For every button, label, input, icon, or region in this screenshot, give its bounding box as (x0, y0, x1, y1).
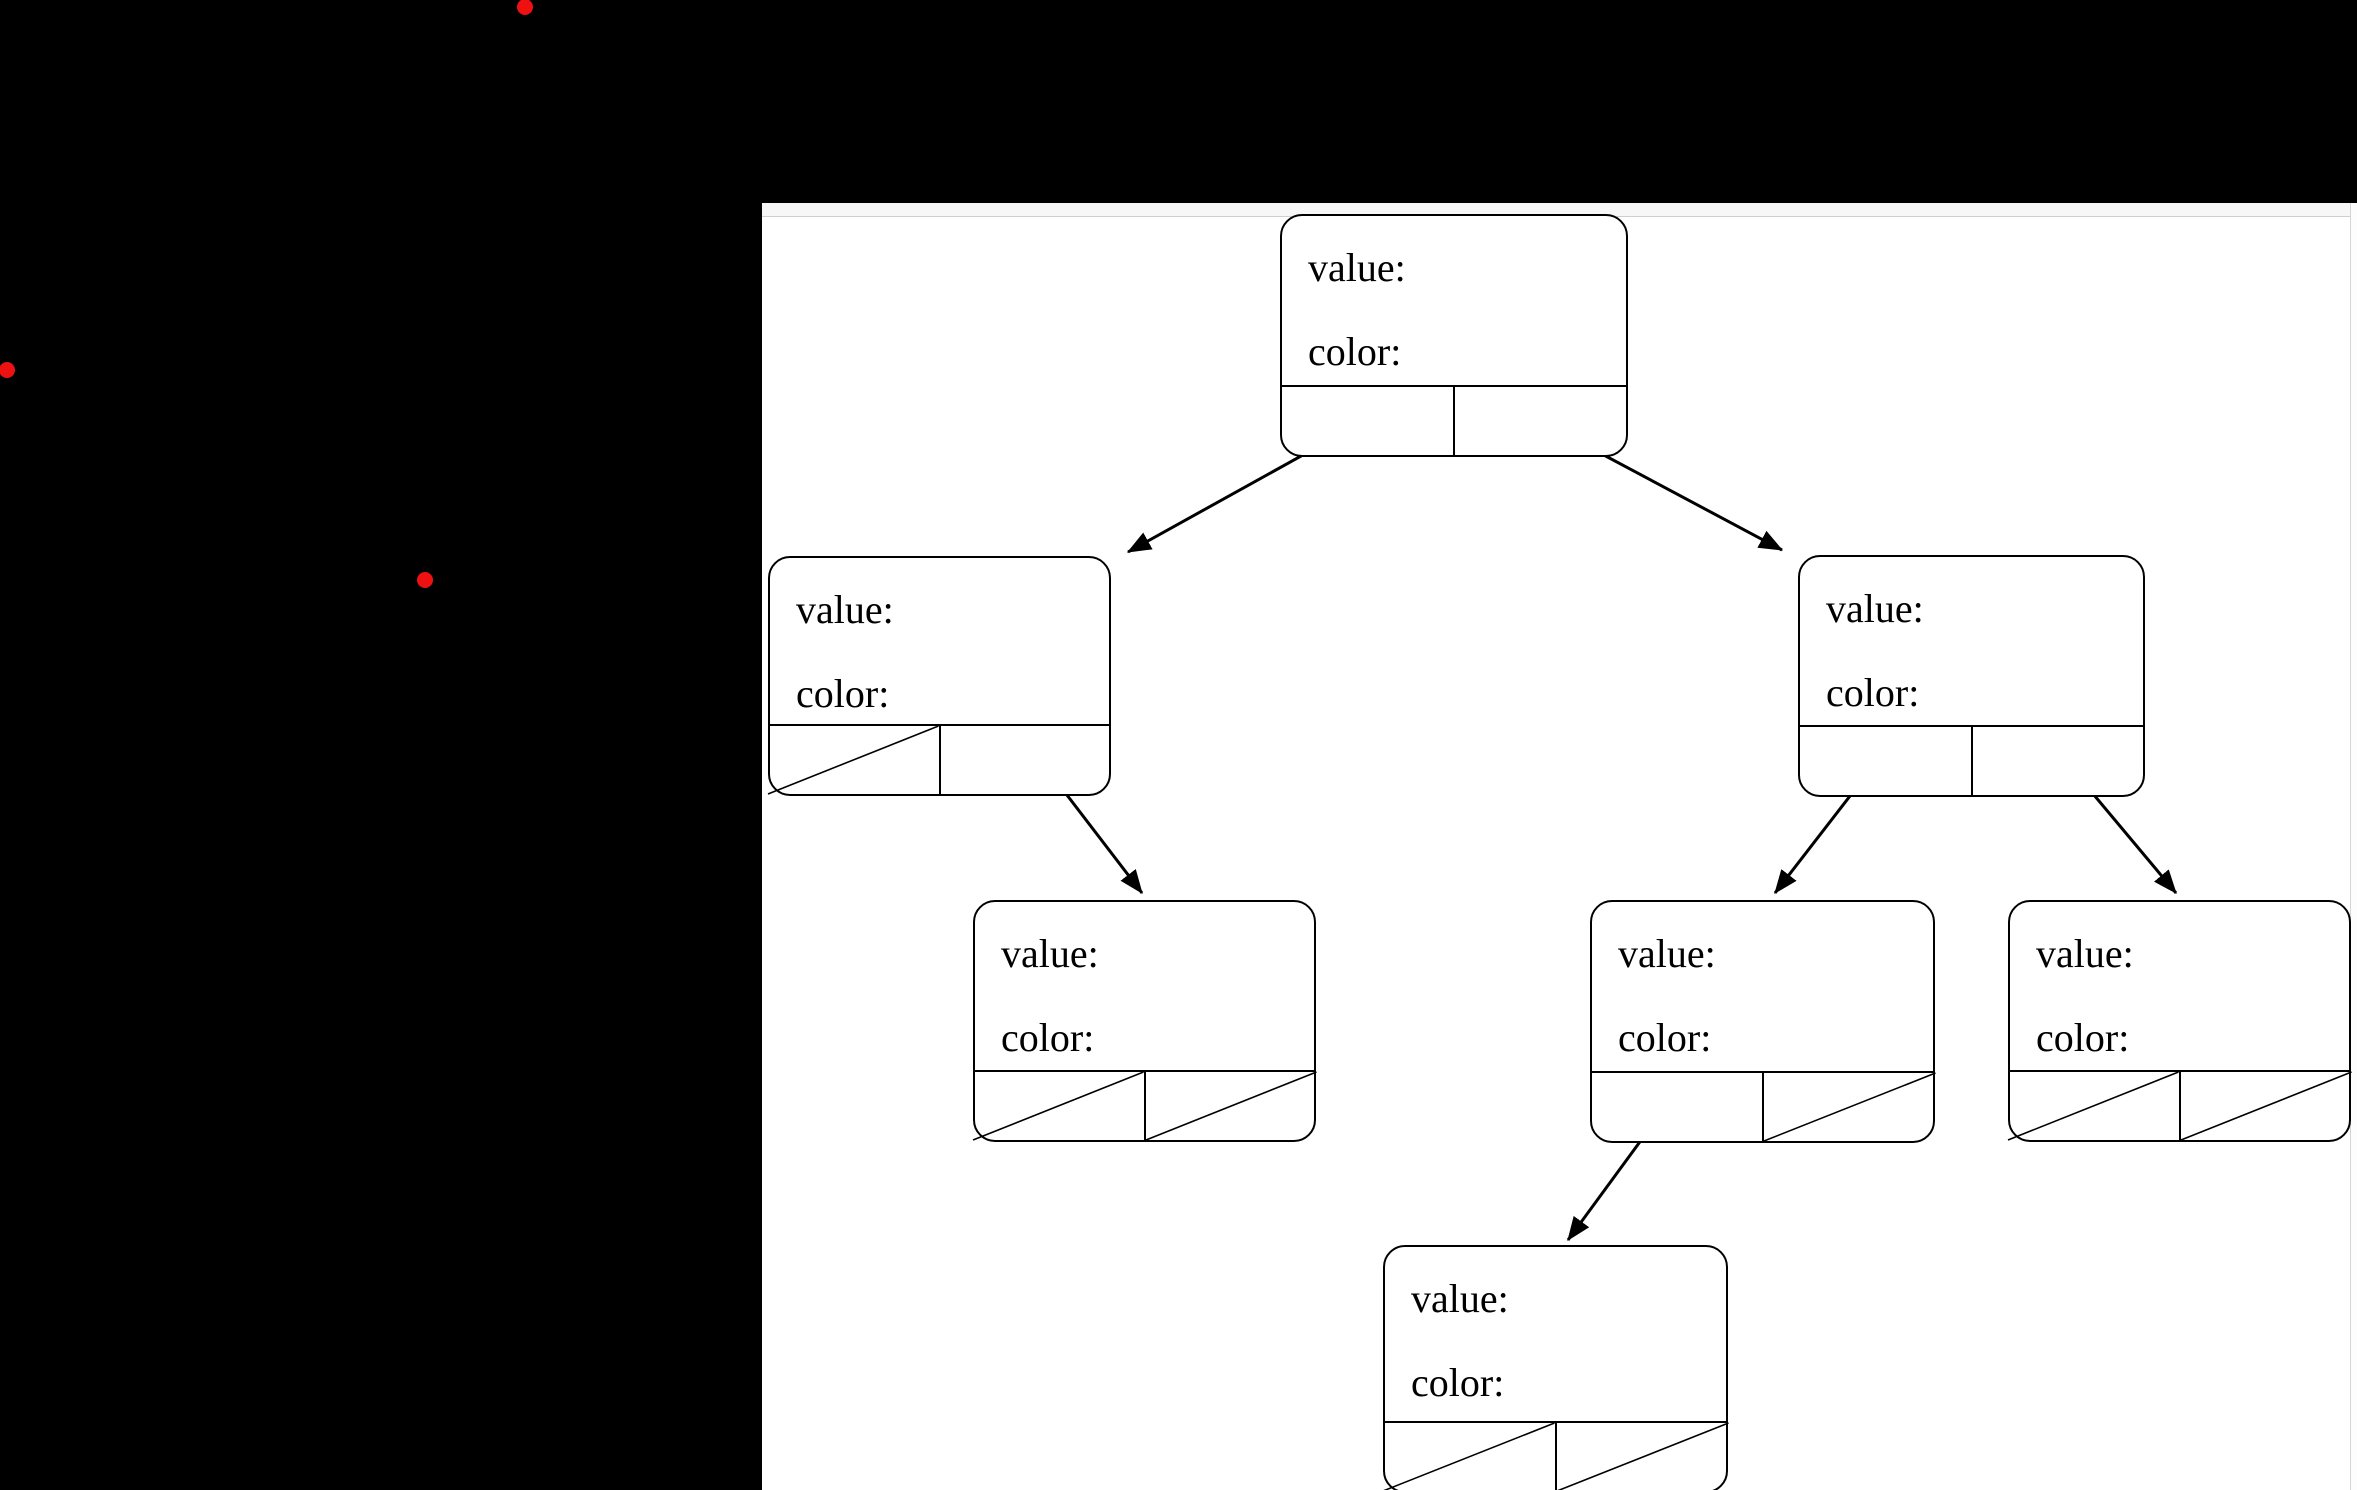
node-right-pointer-cell[interactable] (1761, 1073, 1936, 1141)
node-value-label: value: (1001, 931, 1099, 976)
marker-dot-middle (417, 572, 433, 588)
node-value-label: value: (1308, 245, 1406, 290)
node-right-pointer-cell[interactable] (1143, 1072, 1317, 1140)
node-color-label: color: (1618, 1015, 1712, 1060)
marker-dot-top (517, 0, 533, 15)
node-value-label: value: (1826, 586, 1924, 631)
node-left-pointer-cell[interactable] (1280, 387, 1453, 455)
null-pointer-slash-icon (2008, 1072, 2179, 1140)
node-right-pointer-cell[interactable] (1453, 387, 1628, 455)
null-pointer-slash-icon (1146, 1072, 1317, 1140)
node-pointer-row (1798, 725, 2145, 795)
node-color-label: color: (796, 671, 890, 716)
node-value-label: value: (1411, 1276, 1509, 1321)
node-right-pointer-cell[interactable] (2178, 1072, 2352, 1140)
node-left-pointer-cell[interactable] (1798, 727, 1971, 795)
node-left-pointer-cell[interactable] (1590, 1073, 1762, 1141)
node-fields: value: color: (1282, 216, 1626, 387)
node-left-pointer-cell[interactable] (768, 726, 939, 794)
node-left-pointer-cell[interactable] (2008, 1072, 2179, 1140)
null-pointer-slash-icon (1557, 1423, 1729, 1490)
node-value-label: value: (796, 587, 894, 632)
node-left-pointer-cell[interactable] (1383, 1423, 1555, 1490)
node-left-pointer-cell[interactable] (973, 1072, 1144, 1140)
node-fields: value: color: (975, 902, 1314, 1072)
tree-node-deepest-leaf[interactable]: value: color: (1383, 1245, 1728, 1490)
node-pointer-row (973, 1070, 1316, 1140)
tree-node-right-right-grandchild[interactable]: value: color: (2008, 900, 2351, 1142)
tree-node-root[interactable]: value: color: (1280, 214, 1628, 457)
marker-dot-left (0, 362, 15, 378)
null-pointer-slash-icon (2181, 1072, 2352, 1140)
tree-node-right-child[interactable]: value: color: (1798, 555, 2145, 797)
vertical-scrollbar[interactable] (2350, 203, 2357, 1490)
node-pointer-row (1590, 1071, 1935, 1141)
node-color-label: color: (1411, 1360, 1505, 1405)
node-color-label: color: (1826, 670, 1920, 715)
node-fields: value: color: (1385, 1247, 1726, 1423)
tree-node-left-right-grandchild[interactable]: value: color: (973, 900, 1316, 1142)
node-fields: value: color: (770, 558, 1109, 726)
node-fields: value: color: (1800, 557, 2143, 727)
null-pointer-slash-icon (973, 1072, 1144, 1140)
node-color-label: color: (2036, 1015, 2130, 1060)
node-right-pointer-cell[interactable] (1554, 1423, 1729, 1490)
node-color-label: color: (1308, 329, 1402, 374)
null-pointer-slash-icon (1383, 1423, 1555, 1490)
node-pointer-row (1280, 385, 1628, 455)
node-right-pointer-cell[interactable] (938, 726, 1112, 794)
node-color-label: color: (1001, 1015, 1095, 1060)
node-fields: value: color: (1592, 902, 1933, 1073)
tree-node-right-left-grandchild[interactable]: value: color: (1590, 900, 1935, 1143)
tree-node-left-child[interactable]: value: color: (768, 556, 1111, 796)
binary-tree-diagram-panel[interactable]: value:color:value:color:value:color:valu… (762, 203, 2357, 1490)
node-pointer-row (768, 724, 1111, 794)
node-pointer-row (2008, 1070, 2351, 1140)
node-fields: value: color: (2010, 902, 2349, 1072)
diagram-canvas[interactable]: value:color:value:color:value:color:valu… (762, 214, 2357, 1490)
node-pointer-row (1383, 1421, 1728, 1490)
node-value-label: value: (1618, 931, 1716, 976)
node-right-pointer-cell[interactable] (1970, 727, 2146, 795)
null-pointer-slash-icon (1764, 1073, 1936, 1141)
null-pointer-slash-icon (768, 726, 939, 794)
node-value-label: value: (2036, 931, 2134, 976)
